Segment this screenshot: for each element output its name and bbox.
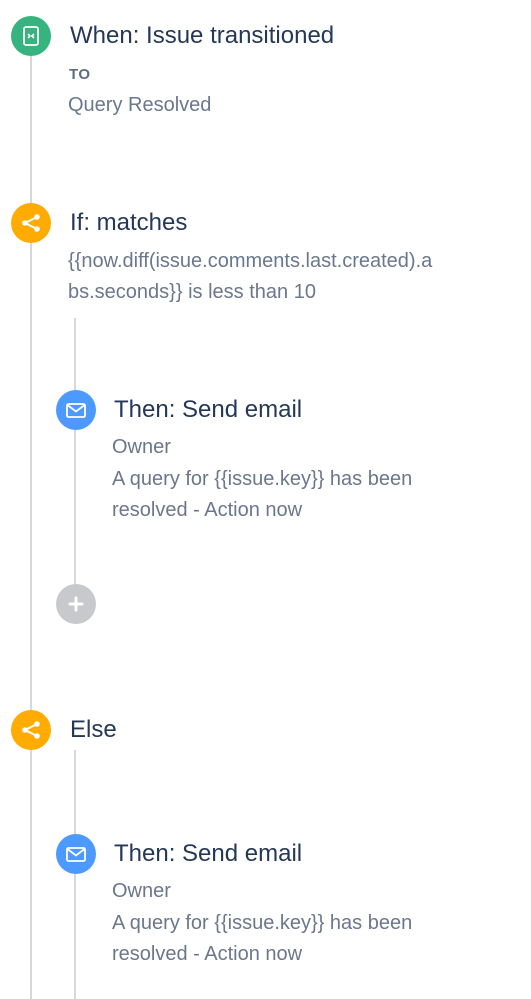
issue-transition-icon — [23, 26, 39, 46]
plus-icon — [68, 596, 84, 612]
else-send-email-node[interactable] — [56, 834, 96, 874]
else-branch-title[interactable]: Else — [70, 716, 117, 743]
trigger-node[interactable] — [11, 16, 51, 56]
else-send-email-title[interactable]: Then: Send email — [114, 840, 303, 867]
if-email-recipient: Owner — [112, 436, 171, 458]
if-condition-title[interactable]: If: matches — [70, 209, 188, 236]
trigger-status: Query Resolved — [68, 94, 212, 116]
add-component-button[interactable] — [56, 584, 96, 624]
branch-icon — [22, 721, 40, 739]
if-condition-expression-line1: {{now.diff(issue.comments.last.created).… — [68, 250, 433, 272]
if-condition-expression-line2: bs.seconds}} is less than 10 — [68, 281, 316, 303]
if-send-email-node[interactable] — [56, 390, 96, 430]
if-send-email-title[interactable]: Then: Send email — [114, 396, 303, 423]
main-connector-line — [30, 54, 32, 999]
envelope-icon — [66, 847, 86, 862]
else-branch-node[interactable] — [11, 710, 51, 750]
if-branch-connector-line — [74, 318, 76, 586]
trigger-title[interactable]: When: Issue transitioned — [70, 22, 335, 49]
else-email-subject-line1: A query for {{issue.key}} has been — [112, 912, 413, 934]
else-email-subject-line2: resolved - Action now — [112, 943, 303, 965]
if-email-subject-line1: A query for {{issue.key}} has been — [112, 468, 413, 490]
trigger-to-label: TO — [69, 66, 91, 83]
else-branch-connector-line — [74, 750, 76, 999]
branch-icon — [22, 214, 40, 232]
if-email-subject-line2: resolved - Action now — [112, 499, 303, 521]
envelope-icon — [66, 403, 86, 418]
else-email-recipient: Owner — [112, 880, 171, 902]
if-condition-node[interactable] — [11, 203, 51, 243]
